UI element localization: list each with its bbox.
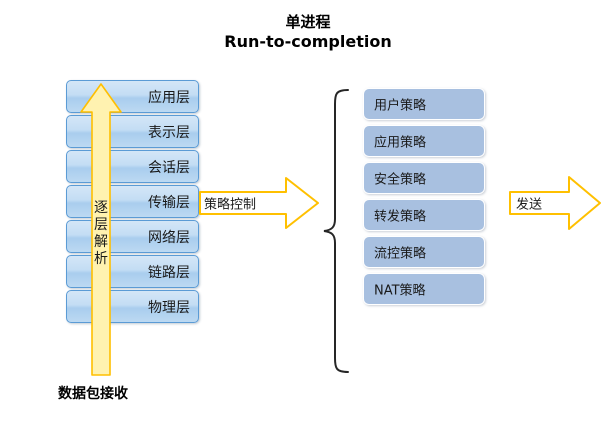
policy-item-forwarding[interactable]: 转发策略 (363, 199, 485, 231)
osi-layer-stack: 应用层 表示层 会话层 传输层 网络层 链路层 物理层 (66, 80, 199, 325)
osi-layer-label: 链路层 (148, 264, 190, 281)
policy-control-arrow: 策略控制 (198, 176, 320, 230)
osi-layer-label: 应用层 (148, 89, 190, 106)
page-title-en: Run-to-completion (224, 32, 392, 51)
policy-item-label: 转发策略 (374, 209, 427, 225)
send-arrow: 发送 (508, 175, 602, 231)
osi-layer-datalink[interactable]: 链路层 (66, 255, 199, 288)
osi-layer-session[interactable]: 会话层 (66, 150, 199, 183)
policy-item-flow-control[interactable]: 流控策略 (363, 236, 485, 268)
osi-layer-presentation[interactable]: 表示层 (66, 115, 199, 148)
policy-control-arrow-label: 策略控制 (204, 197, 257, 213)
page-title-cn: 单进程 (285, 13, 331, 31)
policy-item-label: 应用策略 (374, 135, 427, 151)
policy-item-application[interactable]: 应用策略 (363, 125, 485, 157)
packet-receive-caption: 数据包接收 (58, 386, 128, 402)
policy-item-label: 安全策略 (374, 172, 427, 188)
policy-item-nat[interactable]: NAT策略 (363, 273, 485, 305)
policy-group-brace (322, 88, 352, 374)
policy-item-security[interactable]: 安全策略 (363, 162, 485, 194)
osi-layer-network[interactable]: 网络层 (66, 220, 199, 253)
send-arrow-label: 发送 (516, 197, 543, 213)
osi-layer-label: 物理层 (148, 299, 190, 316)
policy-item-label: 流控策略 (374, 246, 427, 262)
policy-item-user[interactable]: 用户策略 (363, 88, 485, 120)
osi-layer-transport[interactable]: 传输层 (66, 185, 199, 218)
osi-layer-label: 会话层 (148, 159, 190, 176)
policy-item-label: NAT策略 (374, 283, 426, 299)
osi-layer-label: 传输层 (148, 194, 190, 211)
policy-item-label: 用户策略 (374, 98, 427, 114)
osi-layer-label: 网络层 (148, 229, 190, 246)
osi-layer-physical[interactable]: 物理层 (66, 290, 199, 323)
policy-list: 用户策略 应用策略 安全策略 转发策略 流控策略 NAT策略 (363, 88, 485, 310)
osi-layer-label: 表示层 (148, 124, 190, 141)
layer-parsing-up-arrow: 逐 层 解 析 (79, 82, 123, 377)
